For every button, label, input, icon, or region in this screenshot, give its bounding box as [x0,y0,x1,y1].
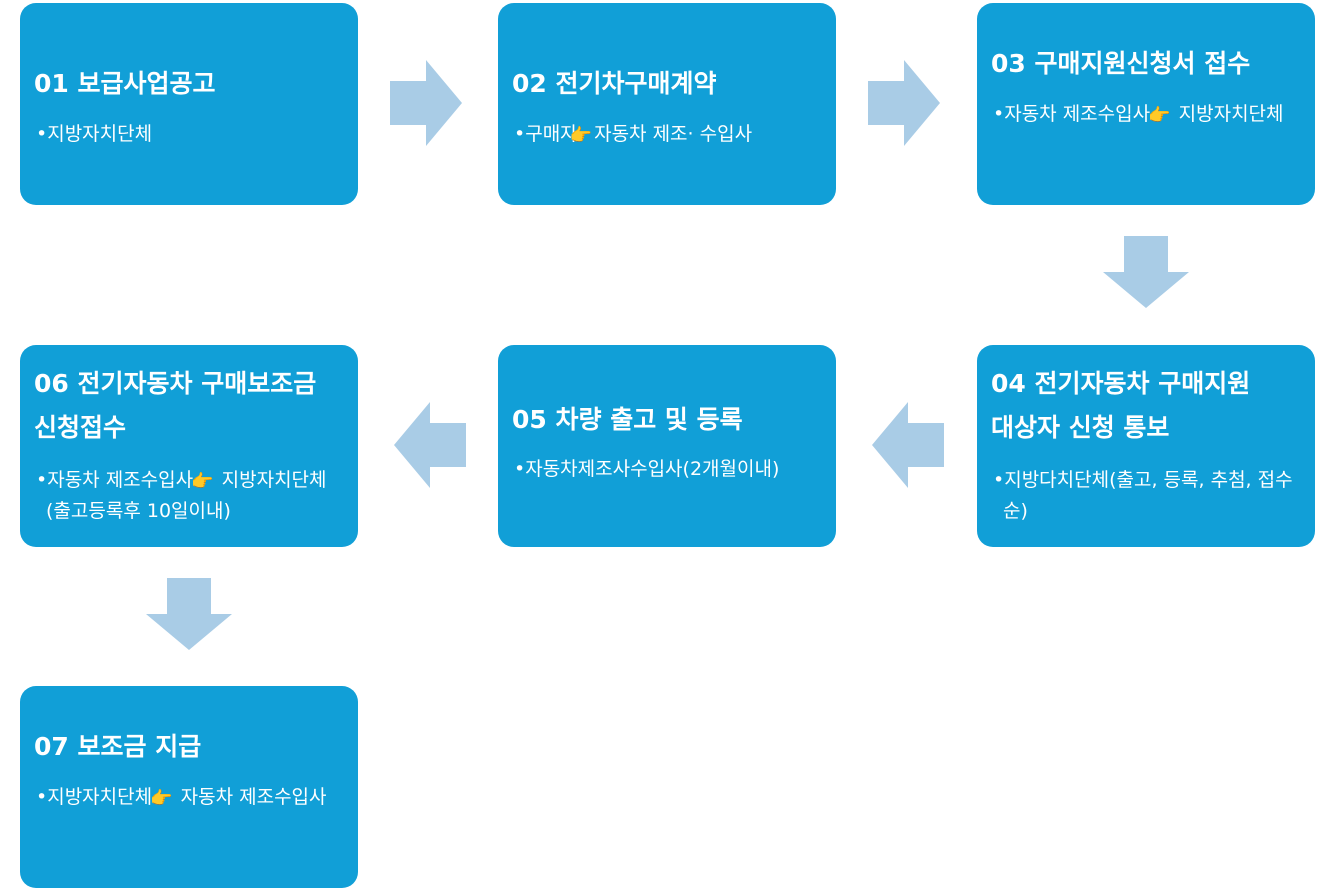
step-01-body: •지방자치단체 [34,119,344,150]
step-05-body: •자동차제조사수입사(2개월이내) [512,454,822,485]
step-03-title: 03 구매지원신청서 접수 [991,49,1251,78]
step-03-body: •자동차 제조수입사 👉 지방자치단체 [991,99,1301,130]
pointing-hand-icon: 👉 [191,471,214,492]
step-06-title: 06 전기자동차 구매보조금 신청접수 [34,369,317,442]
step-06-body: •자동차 제조수입사 👉 지방자치단체 (출고등록후 10일이내) [34,465,344,527]
bullet: • [993,469,1005,491]
step-07-title: 07 보조금 지급 [34,732,202,761]
bullet: • [514,458,526,480]
step-07-body-before: 지방자치단체 [47,786,153,808]
step-01-body-text: 지방자치단체 [47,123,153,145]
step-06-body-before: 자동차 제조수입사 [47,469,194,491]
pointing-hand-icon: 👉 [150,788,173,809]
step-03-body-after: 지방자치단체 [1178,103,1284,125]
step-03-box: 03 구매지원신청서 접수 •자동차 제조수입사 👉 지방자치단체 [977,3,1315,205]
step-05-box: 05 차량 출고 및 등록 •자동차제조사수입사(2개월이내) [498,345,836,547]
step-02-body-after: 자동차 제조· 수입사 [594,123,753,145]
arrow-right-icon [390,60,462,146]
pointing-hand-icon: 👉 [569,125,593,146]
step-04-body: •지방다치단체(출고, 등록, 추첨, 접수 순) [991,465,1301,527]
step-03-body-before: 자동차 제조수입사 [1004,103,1151,125]
bullet: • [993,103,1005,125]
bullet: • [36,786,48,808]
step-04-body-text: 지방다치단체(출고, 등록, 추첨, 접수 순) [1003,469,1293,522]
pointing-hand-icon: 👉 [1148,105,1171,126]
step-07-body: •지방자치단체 👉 자동차 제조수입사 [34,782,344,813]
arrow-right-icon [868,60,940,146]
step-02-body-before: 구매자 [525,123,578,145]
bullet: • [36,123,48,145]
arrow-left-icon [394,402,466,488]
step-02-box: 02 전기차구매계약 •구매자👉자동차 제조· 수입사 [498,3,836,205]
step-01-title: 01 보급사업공고 [34,69,216,98]
arrow-down-icon [1103,236,1189,308]
bullet: • [514,123,526,145]
step-01-box: 01 보급사업공고 •지방자치단체 [20,3,358,205]
step-02-body: •구매자👉자동차 제조· 수입사 [512,119,822,150]
bullet: • [36,469,48,491]
step-07-box: 07 보조금 지급 •지방자치단체 👉 자동차 제조수입사 [20,686,358,888]
step-06-box: 06 전기자동차 구매보조금 신청접수 •자동차 제조수입사 👉 지방자치단체 … [20,345,358,547]
step-06-body-after: 지방자치단체 (출고등록후 10일이내) [46,469,327,522]
step-05-title: 05 차량 출고 및 등록 [512,405,743,434]
step-05-body-text: 자동차제조사수입사(2개월이내) [525,458,780,480]
arrow-down-icon [146,578,232,650]
step-04-box: 04 전기자동차 구매지원 대상자 신청 통보 •지방다치단체(출고, 등록, … [977,345,1315,547]
step-04-title: 04 전기자동차 구매지원 대상자 신청 통보 [991,369,1251,442]
step-07-body-after: 자동차 제조수입사 [180,786,327,808]
step-02-title: 02 전기차구매계약 [512,69,717,98]
arrow-left-icon [872,402,944,488]
